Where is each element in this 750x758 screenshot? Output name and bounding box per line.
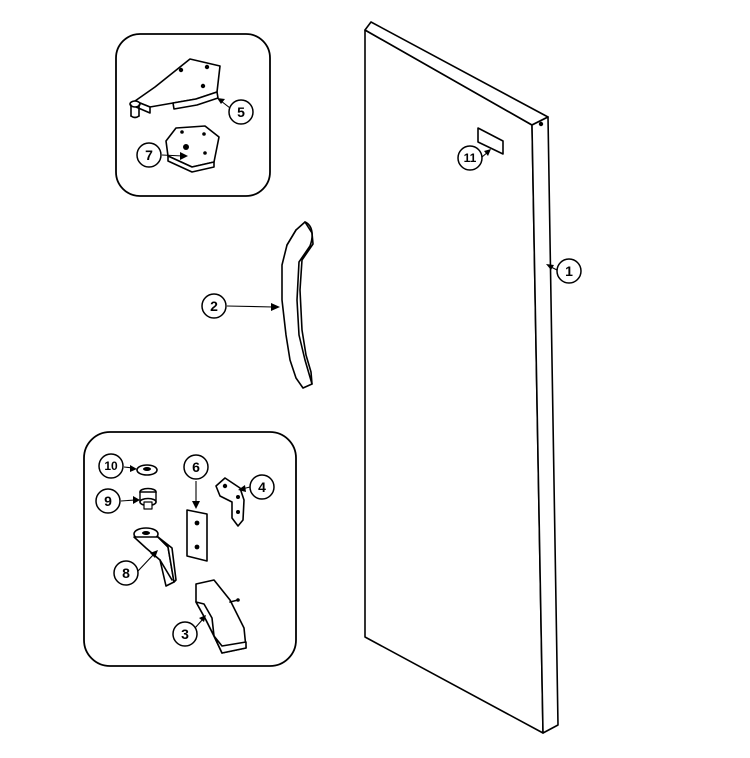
callout-8: 8: [113, 560, 139, 586]
bushing: [139, 487, 157, 510]
callout-5-label: 5: [237, 104, 245, 120]
callout-4: 4: [249, 474, 275, 500]
small-bracket: [215, 477, 245, 527]
door-label-plate: [477, 127, 504, 155]
callout-1: 1: [556, 258, 582, 284]
callout-9: 9: [95, 488, 121, 514]
callout-7-label: 7: [145, 147, 153, 163]
callout-10-label: 10: [104, 459, 118, 473]
callout-6: 6: [183, 454, 209, 480]
callout-5: 5: [228, 99, 254, 125]
callout-11: 11: [457, 145, 483, 171]
callout-2: 2: [201, 293, 227, 319]
callout-4-label: 4: [258, 479, 266, 495]
washer: [136, 464, 158, 476]
hinge-plate: [165, 125, 220, 173]
callout-1-label: 1: [565, 263, 573, 279]
hinge-cover: [195, 579, 247, 654]
top-hinge-bracket: [129, 58, 221, 119]
callout-3-label: 3: [181, 626, 189, 642]
callout-9-label: 9: [104, 493, 112, 509]
callout-6-label: 6: [192, 459, 200, 475]
door-panel: [364, 21, 559, 734]
bottom-hinge: [133, 527, 177, 587]
callout-7: 7: [136, 142, 162, 168]
shim-plate: [186, 509, 208, 562]
callout-11-label: 11: [464, 151, 477, 165]
callout-3: 3: [172, 621, 198, 647]
callout-2-label: 2: [210, 298, 218, 314]
leader-lines: [120, 98, 558, 629]
door-handle: [281, 221, 314, 389]
callout-8-label: 8: [122, 565, 130, 581]
callout-10: 10: [98, 453, 124, 479]
